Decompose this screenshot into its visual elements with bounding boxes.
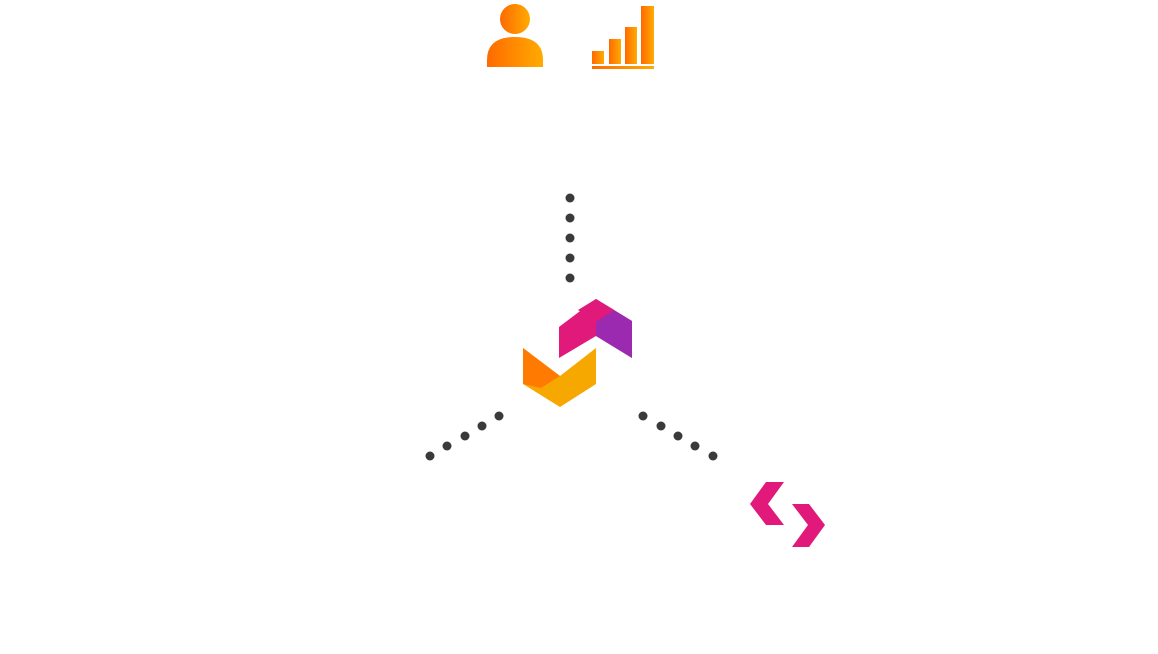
dotted-connector-left	[425, 411, 504, 461]
bar-chart-icon	[592, 6, 654, 69]
code-chevrons-icon	[750, 482, 825, 547]
dotted-connector-right	[638, 411, 718, 461]
dotted-connector-top	[565, 193, 575, 283]
hub-logo-icon	[523, 299, 632, 407]
user-icon	[487, 4, 543, 67]
